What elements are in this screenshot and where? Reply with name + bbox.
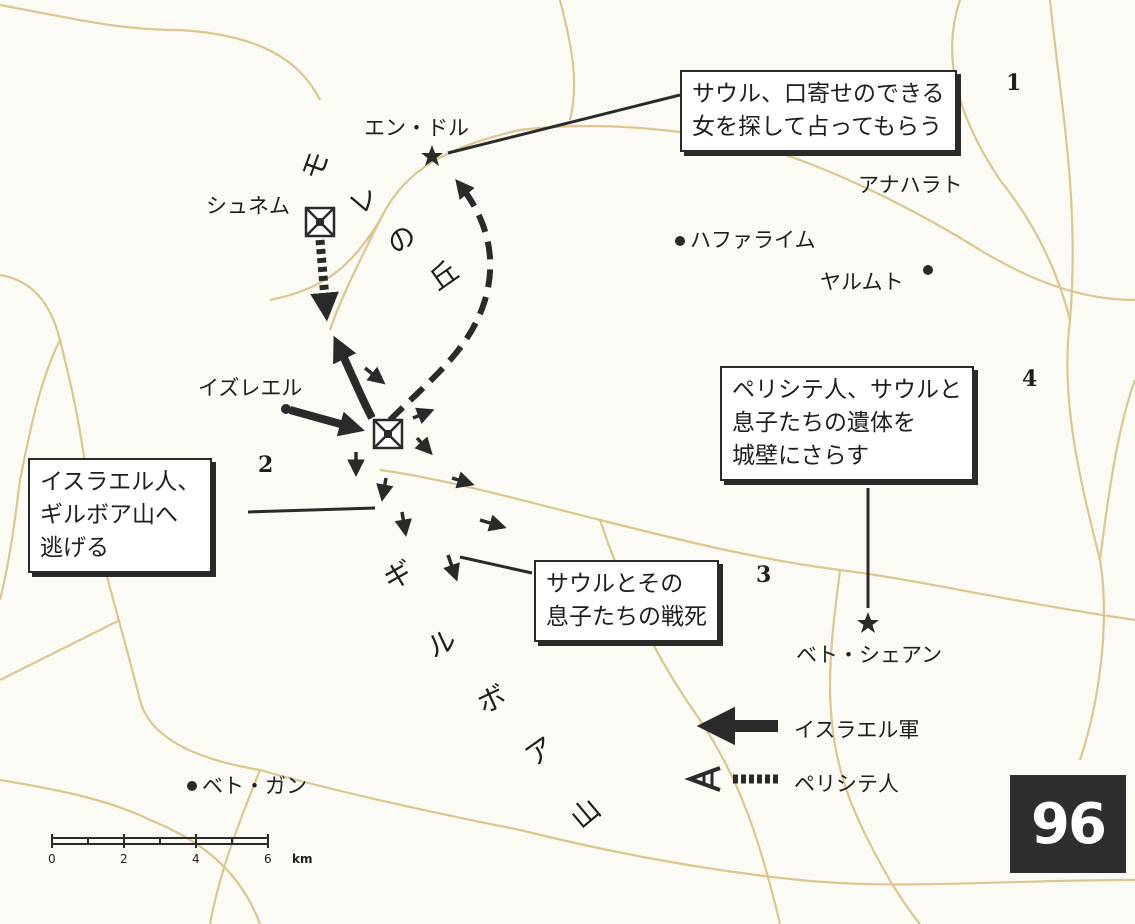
- endor-star-icon: [421, 145, 443, 166]
- shunem-camp-symbol: [304, 206, 336, 238]
- callout-2-line-3: 逃げる: [40, 535, 109, 561]
- legend-israel-army-label: イスラエル軍: [794, 718, 920, 742]
- callout-3-line-2: 息子たちの戦死: [546, 604, 707, 630]
- place-remeth: ヤルムト: [820, 270, 904, 294]
- page-number-badge: 96: [1010, 775, 1126, 873]
- hapharaim-dot-icon: [675, 236, 685, 246]
- place-shunem: シュネム: [206, 194, 290, 218]
- israel-advance-arrow: [288, 406, 365, 437]
- callout-3-number: 3: [756, 562, 772, 588]
- scale-tick-0: 0: [48, 852, 56, 866]
- place-en-dor: エン・ドル: [364, 116, 469, 140]
- callout-1-line-2: 女を探して占ってもらう: [692, 114, 943, 140]
- callout-2-line-2: ギルボア山へ: [40, 502, 178, 528]
- beth-gan-dot-icon: [187, 781, 197, 791]
- callout-4-line-1: ペリシテ人、サウルと: [732, 377, 962, 403]
- place-beth-shean: ベト・シェアン: [796, 643, 943, 667]
- leader-2: [247, 506, 376, 514]
- scale-tick-6: 6: [264, 852, 272, 866]
- scale-tick-4: 4: [192, 852, 200, 866]
- place-jezreel: イズレエル: [198, 376, 303, 400]
- scale-tick-2: 2: [120, 852, 128, 866]
- jezreel-dot-icon: [281, 404, 291, 414]
- leader-3: [459, 555, 533, 575]
- legend-philistines-label: ペリシテ人: [794, 772, 899, 796]
- callout-3-box: サウルとその 息子たちの戦死: [534, 560, 719, 642]
- israel-north-arrow: [333, 335, 376, 420]
- legend-philistine-arrow-icon: [684, 766, 778, 792]
- scale-unit: km: [292, 852, 313, 866]
- place-hapharaim: ハファライム: [690, 228, 816, 252]
- callout-2-number: 2: [258, 452, 274, 478]
- place-anaharath: アナハラト: [858, 173, 963, 197]
- beth-shean-star-icon: [857, 612, 879, 633]
- saul-route-to-endor-arrow: [387, 179, 494, 423]
- callout-2-box: イスラエル人、 ギルボア山へ 逃げる: [28, 458, 213, 573]
- flight-arrows: [347, 366, 507, 582]
- callout-2-line-1: イスラエル人、: [40, 469, 201, 495]
- callout-3-line-1: サウルとその: [546, 571, 684, 597]
- israel-camp-symbol: [372, 418, 404, 450]
- callout-1-line-1: サウル、口寄せのできる: [692, 81, 945, 107]
- leader-1: [447, 93, 681, 155]
- callout-4-box: ペリシテ人、サウルと 息子たちの遺体を 城壁にさらす: [720, 366, 974, 481]
- callout-1-box: サウル、口寄せのできる 女を探して占ってもらう: [680, 70, 957, 152]
- remeth-dot-icon: [923, 265, 933, 275]
- callout-4-line-2: 息子たちの遺体を: [732, 410, 916, 436]
- callout-leaders: [247, 93, 870, 608]
- place-beth-gan: ベト・ガン: [202, 774, 307, 798]
- page-number: 96: [1031, 791, 1107, 857]
- callout-4-number: 4: [1022, 366, 1038, 392]
- scale-bar: [51, 834, 269, 848]
- philistine-march-arrow: [310, 239, 339, 322]
- callout-1-number: 1: [1006, 70, 1022, 96]
- callout-4-line-3: 城壁にさらす: [732, 443, 870, 469]
